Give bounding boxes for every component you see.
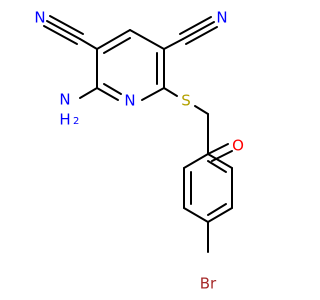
bond-benzene-2 (183, 207, 209, 223)
atom-nitrogen-right: N (216, 9, 227, 27)
atom-bromine: Br (200, 275, 217, 293)
atom-sulfur: S (181, 92, 191, 110)
bond-ring-to-s (163, 87, 178, 97)
bond-benzene-3-inner (207, 203, 227, 216)
bond-benzene-5-inner (207, 160, 227, 173)
bond-co-2 (211, 150, 233, 162)
bond-right-cn-to-ring (163, 38, 184, 50)
atom-nitrogen-left: N (34, 9, 45, 27)
atom-amino-nitrogen: N (59, 91, 70, 109)
bond-benzene-attach (183, 153, 209, 169)
bond-amino (79, 87, 98, 99)
structure-drawing: N N N H 2 N S O Br (34, 9, 244, 293)
bond-ring-1-inner (103, 37, 131, 54)
bond-ring-1 (96, 29, 131, 50)
bond-nitrile-left-3 (49, 15, 84, 35)
bond-benzene-3 (207, 207, 233, 223)
bond-co-1 (207, 143, 229, 155)
bond-nitrile-right-1 (182, 21, 215, 40)
bond-ring-5 (96, 87, 119, 101)
atom-ring-nitrogen: N (124, 92, 135, 110)
bond-ring-2 (129, 29, 165, 50)
bond-benzene-5 (207, 153, 233, 169)
bond-left-cn-to-ring (79, 38, 98, 50)
bond-nitrile-right-2 (185, 26, 218, 45)
bond-nitrile-left-2 (43, 25, 78, 45)
bond-nitrile-left-1 (46, 20, 81, 40)
molecule-diagram: N N N H 2 N S O Br (34, 9, 244, 293)
bond-nitrile-right-3 (179, 16, 212, 35)
atom-oxygen: O (232, 137, 244, 155)
bond-s-to-ch2 (194, 105, 209, 115)
atom-amino-subscript: 2 (73, 116, 79, 127)
bond-ring-4 (141, 87, 165, 101)
atom-amino-hydrogen: H (59, 111, 70, 129)
bond-ring-5-inner (103, 83, 122, 95)
